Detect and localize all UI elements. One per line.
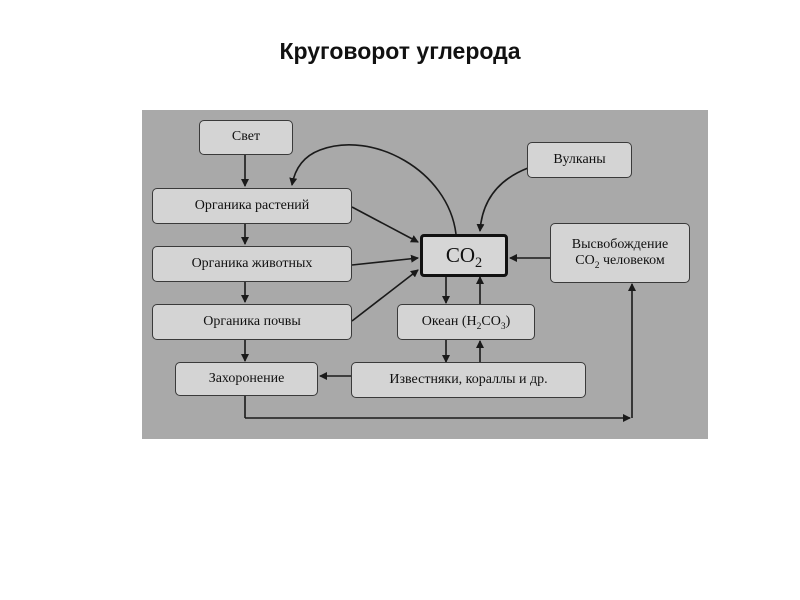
- node-ocean-label: Океан (H2CO3): [421, 313, 511, 332]
- node-animal-organics-label: Органика животных: [191, 255, 313, 271]
- node-soil-organics-label: Органика почвы: [203, 313, 301, 329]
- arrow-soil-to-co2: [351, 269, 419, 322]
- node-volcanoes: Вулканы: [527, 142, 632, 178]
- arrows-layer: [241, 144, 636, 422]
- carbon-cycle-diagram: Свет Вулканы Органика растений Органика …: [142, 110, 708, 439]
- node-soil-organics: Органика почвы: [152, 304, 352, 340]
- node-animal-organics: Органика животных: [152, 246, 352, 282]
- arrow-plants-to-co2: [351, 206, 419, 243]
- node-volcanoes-label: Вулканы: [553, 151, 606, 167]
- node-limestone-label: Известняки, кораллы и др.: [389, 371, 548, 387]
- arrow-co2-to-plants: [289, 144, 457, 235]
- node-plant-organics-label: Органика растений: [194, 197, 310, 213]
- page-title: Круговорот углерода: [279, 38, 521, 64]
- arrow-volcano-to-co2: [476, 167, 529, 232]
- node-human-release-line2: CO2 человеком: [575, 253, 665, 271]
- node-human-release: Высвобождение CO2 человеком: [550, 223, 690, 283]
- node-human-release-line1: Высвобождение: [571, 236, 669, 252]
- node-burial-label: Захоронение: [208, 370, 285, 386]
- arrow-animals-to-co2: [351, 254, 419, 266]
- node-ocean: Океан (H2CO3): [397, 304, 535, 340]
- node-limestone: Известняки, кораллы и др.: [351, 362, 586, 398]
- node-plant-organics: Органика растений: [152, 188, 352, 224]
- node-light: Свет: [199, 120, 293, 155]
- node-burial: Захоронение: [175, 362, 318, 396]
- node-co2: CO2: [420, 234, 508, 277]
- node-co2-label: CO2: [445, 243, 483, 272]
- node-light-label: Свет: [231, 129, 261, 145]
